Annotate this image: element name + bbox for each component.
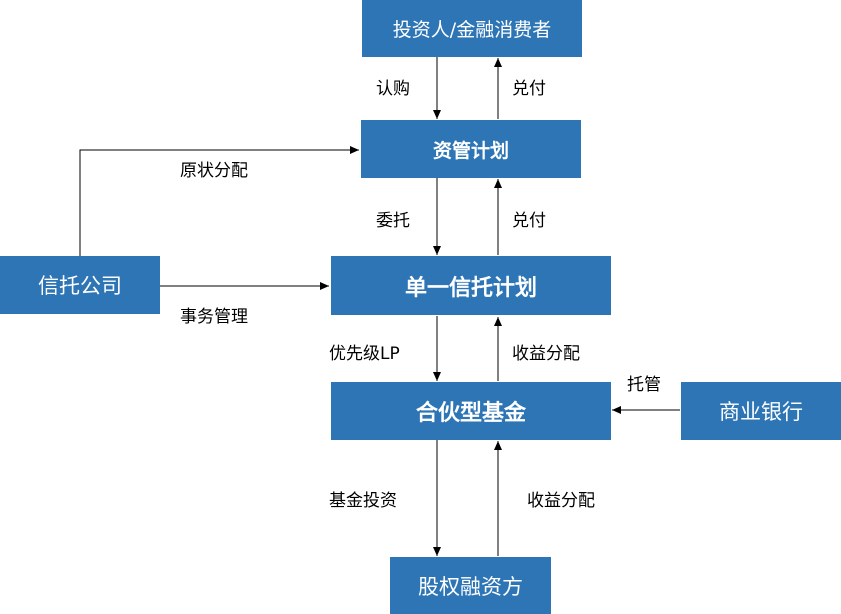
label-redeem-top: 兑付 [512, 79, 546, 99]
label-income-distribution-bottom: 收益分配 [527, 491, 595, 511]
label-income-distribution-mid: 收益分配 [512, 344, 580, 364]
label-custody: 托管 [627, 375, 661, 395]
node-equity-financier: 股权融资方 [390, 557, 551, 614]
label-fund-investment: 基金投资 [329, 491, 397, 511]
node-partnership-fund: 合伙型基金 [331, 382, 611, 440]
label-original-distribution: 原状分配 [180, 161, 248, 181]
node-trust-company: 信托公司 [0, 256, 160, 314]
node-commercial-bank: 商业银行 [681, 382, 841, 440]
node-single-trust-plan: 单一信托计划 [331, 256, 611, 315]
label-senior-lp: 优先级LP [329, 344, 400, 364]
arrow-original-distribution [79, 146, 359, 256]
label-entrust: 委托 [376, 211, 410, 231]
node-investor: 投资人/金融消费者 [362, 0, 582, 57]
label-affairs-management: 事务管理 [180, 307, 248, 327]
node-asset-plan: 资管计划 [361, 120, 581, 178]
label-redeem-mid: 兑付 [512, 211, 546, 231]
label-subscribe: 认购 [376, 79, 410, 99]
